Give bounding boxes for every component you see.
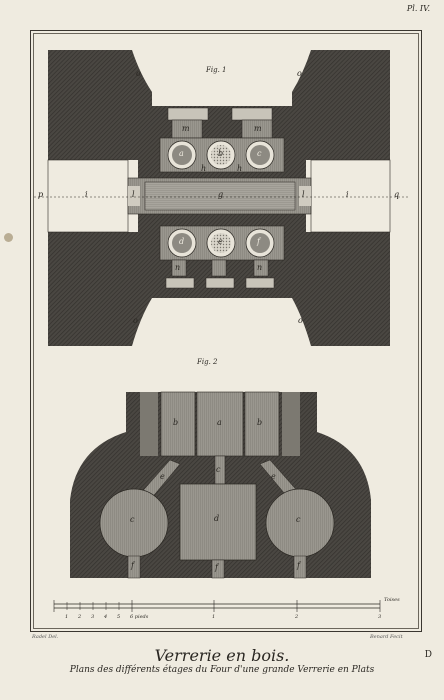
- fig1-pot-a-inner: [172, 145, 192, 165]
- fig2-chamber-b-left: [160, 391, 196, 457]
- fig1-letter-o-tl: o: [136, 69, 141, 78]
- fig1-letter-c: c: [257, 149, 262, 158]
- fig1-mass-bottom-right: [292, 232, 390, 346]
- fig2-chamber-b-right: [244, 391, 280, 457]
- fig1-letter-e: e: [218, 237, 223, 246]
- fig1-pot-c-inner: [250, 145, 270, 165]
- fig1-letter-i-left: i: [85, 190, 88, 199]
- fig1-letter-p: p: [38, 190, 44, 199]
- fig1-mass-top-left: [48, 50, 152, 160]
- scale-label-4: 4: [104, 614, 108, 620]
- fig1-letter-g: g: [218, 190, 224, 199]
- fig2-letter-c-left: c: [130, 515, 135, 524]
- scale-label-toise-2: 2: [295, 614, 299, 620]
- scale-label-5: 5: [117, 614, 121, 620]
- plate-number: Pl. IV.: [406, 4, 430, 13]
- fig2-letter-e-left: e: [160, 472, 165, 481]
- fig2-letter-b-left: b: [173, 418, 179, 427]
- scale-label-pieds: 6 pieds: [130, 614, 149, 620]
- scale-label-1: 1: [65, 614, 69, 620]
- plate-corner-letter: D: [424, 650, 432, 660]
- fig1-l-right-block: [299, 186, 311, 206]
- fig1-letter-d: d: [179, 237, 185, 246]
- fig1-l-left-block: [128, 186, 140, 206]
- fig1-letter-o-bl: o: [133, 316, 138, 325]
- fig1-pot-f-inner: [250, 233, 270, 253]
- scale-label-toise-3: 3: [378, 614, 382, 620]
- plate-subtitle: Plans des différents étages du Four d'un…: [69, 665, 375, 675]
- scale-bar: [53, 600, 381, 612]
- fig1-letter-n-left: n: [175, 263, 181, 272]
- fig1-grate: [144, 181, 296, 211]
- fig1-chamber-n-mid: [211, 259, 227, 277]
- fig1-pot-d-inner: [172, 233, 192, 253]
- plate-title: Verrerie en bois.: [154, 646, 290, 665]
- fig1-mass-bottom-left: [48, 232, 152, 346]
- fig2-letter-f-mid: f: [215, 563, 218, 572]
- fig1-letter-h: h: [201, 164, 207, 173]
- fig2-letter-c-right: c: [296, 515, 301, 524]
- scale-label-2: 2: [78, 614, 82, 620]
- fig2-passage-f-mid: [211, 559, 225, 579]
- fig2-letter-c-mid: c: [216, 465, 221, 474]
- fig1-chamber-n-left: [171, 259, 187, 277]
- plate-frame-inner: [33, 33, 419, 629]
- fig1-letter-o-tr: o: [297, 69, 302, 78]
- fig2-letter-f-right: f: [297, 561, 300, 570]
- fig1-letter-i-right: i: [346, 190, 349, 199]
- fig1-lower-step-mid: [205, 277, 235, 289]
- fig1-letter-l-right: l: [302, 190, 305, 199]
- fig1-chamber-n-right: [253, 259, 269, 277]
- fig1-passage-left: [47, 159, 129, 233]
- fig1-pot-e-inner: [211, 233, 231, 253]
- fig1-mass-top-right: [292, 50, 390, 160]
- fig1-letter-o-br: o: [298, 316, 303, 325]
- fig2-side-slot-left: [140, 392, 158, 456]
- scale-label-3: 3: [91, 614, 95, 620]
- fig1-letter-f: f: [257, 237, 260, 246]
- scale-label-toises: Toises: [384, 597, 400, 603]
- fig1-lower-step-right: [245, 277, 275, 289]
- fig2-letter-b-right: b: [257, 418, 263, 427]
- fig2-letter-e-right: e: [271, 472, 276, 481]
- fig1-lower-step-left: [165, 277, 195, 289]
- credit-draughtsman: Radel Del.: [32, 634, 59, 640]
- fig1-upper-step-right: [231, 107, 273, 121]
- fig1-pot-b-inner: [211, 145, 231, 165]
- fig1-letter-l-left: l: [132, 190, 135, 199]
- paper-stain: [4, 233, 13, 242]
- fig2-caption: Fig. 2: [197, 358, 218, 366]
- fig1-passage-right: [310, 159, 391, 233]
- plate-frame: [30, 30, 422, 632]
- fig1-letter-a: a: [179, 149, 184, 158]
- credit-engraver: Benard Fecit: [370, 634, 403, 640]
- fig1-letter-m-right: m: [254, 124, 262, 133]
- fig2-passage-f-left: [127, 555, 141, 579]
- fig2-passage-f-right: [293, 555, 307, 579]
- fig2-side-slot-right: [282, 392, 300, 456]
- fig1-upper-step-left: [167, 107, 209, 121]
- fig1-caption: Fig. 1: [206, 66, 227, 74]
- fig2-letter-d: d: [214, 514, 220, 523]
- scale-label-toise-1: 1: [212, 614, 216, 620]
- fig1-letter-n-right: n: [257, 263, 263, 272]
- fig2-plan: [70, 391, 371, 579]
- fig1-letter-q: q: [394, 190, 400, 199]
- fig1-letter-b: b: [218, 149, 224, 158]
- scale-label-6: 6 pieds: [130, 614, 148, 620]
- fig2-chamber-a: [196, 391, 244, 457]
- fig1-letter-h2: h: [237, 164, 243, 173]
- fig2-letter-a: a: [217, 418, 222, 427]
- fig2-letter-f-left: f: [131, 561, 134, 570]
- fig2-square-d: [179, 483, 257, 561]
- fig1-plan: [34, 50, 408, 346]
- fig1-letter-m-left: m: [182, 124, 190, 133]
